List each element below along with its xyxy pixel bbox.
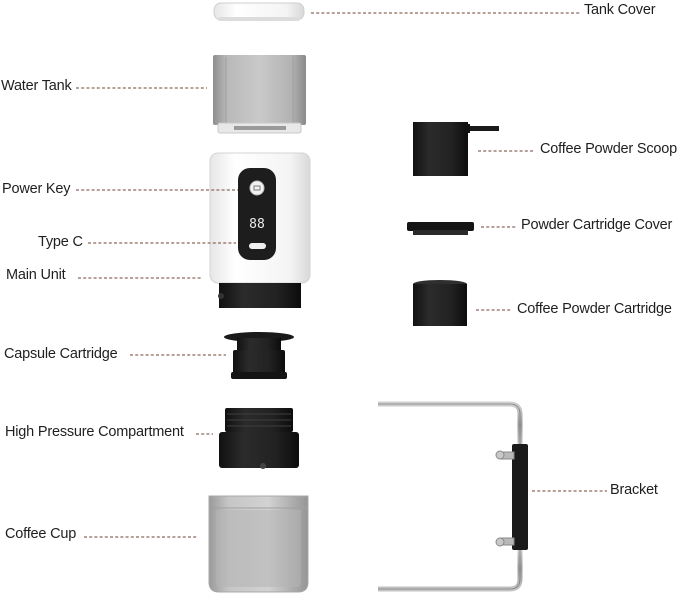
usb-c-port-icon xyxy=(249,243,266,249)
powder-cartridge-cover-part xyxy=(407,222,474,235)
leader-lines xyxy=(76,12,607,538)
label-power-key: Power Key xyxy=(2,181,71,197)
label-powder-cartridge-cover: Powder Cartridge Cover xyxy=(521,217,673,233)
label-tank-cover: Tank Cover xyxy=(584,2,656,18)
label-water-tank: Water Tank xyxy=(1,78,72,94)
coffee-powder-cartridge-part xyxy=(413,280,467,326)
label-type-c: Type C xyxy=(38,234,83,250)
water-tank-part xyxy=(213,55,306,134)
coffee-cup-part xyxy=(208,495,309,593)
timer-display: 88 xyxy=(249,217,265,232)
tank-cover-part xyxy=(213,2,305,21)
power-key-icon xyxy=(249,180,265,196)
label-capsule-cartridge: Capsule Cartridge xyxy=(4,346,118,362)
label-main-unit: Main Unit xyxy=(6,267,66,283)
high-pressure-compartment-part xyxy=(219,408,299,469)
label-coffee-cup: Coffee Cup xyxy=(5,526,77,542)
bracket-part xyxy=(378,401,528,592)
label-bracket: Bracket xyxy=(610,482,658,498)
label-coffee-powder-cartridge: Coffee Powder Cartridge xyxy=(517,301,672,317)
main-unit-part: 88 xyxy=(209,152,311,308)
label-coffee-powder-scoop: Coffee Powder Scoop xyxy=(540,141,677,157)
label-high-pressure-compartment: High Pressure Compartment xyxy=(5,424,184,440)
coffee-powder-scoop-part xyxy=(413,122,499,176)
capsule-cartridge-part xyxy=(224,332,294,379)
